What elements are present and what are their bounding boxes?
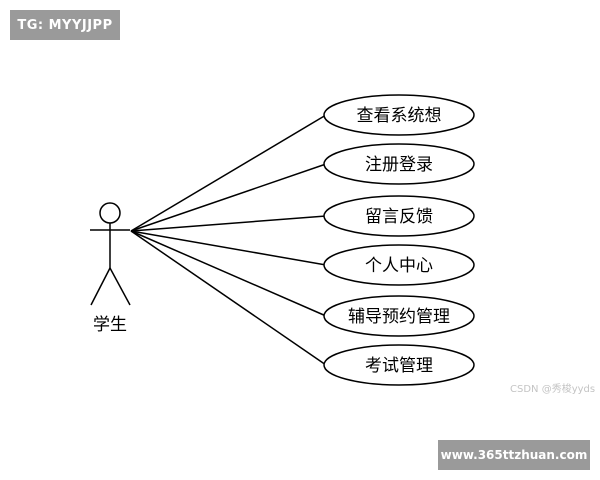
use-case-feedback: 留言反馈 [323,195,475,237]
use-case-tutoring-management: 辅导预约管理 [323,295,475,337]
actor-head [99,202,121,224]
watermark-bottom: www.365ttzhuan.com [438,440,590,470]
use-case-label: 查看系统想 [357,106,442,126]
use-case-label: 留言反馈 [365,207,433,227]
actor-student: 学生 [90,202,131,335]
use-case-ellipse [323,244,475,286]
actor-label: 学生 [93,315,127,335]
use-case-view-system: 查看系统想 [323,94,475,136]
use-case-label: 个人中心 [365,256,433,276]
association-line-view-system [130,114,327,232]
use-case-ellipse [323,94,475,136]
use-case-ellipse [323,195,475,237]
association-line-feedback [130,215,327,232]
association-line-exam-management [130,230,327,366]
watermark-top: TG: MYYJJPP [10,10,120,40]
use-case-register-login: 注册登录 [323,143,475,185]
use-case-label: 辅导预约管理 [348,307,450,327]
csdn-watermark: CSDN @秀梭yyds [510,384,596,395]
actor-left-leg [90,267,111,306]
use-case-ellipse [323,295,475,337]
association-line-tutoring-management [130,230,327,317]
use-case-ellipse [323,344,475,386]
use-case-label: 考试管理 [365,356,433,376]
association-lines [130,114,327,366]
use-case-ellipse [323,143,475,185]
association-line-personal-center [130,230,327,266]
use-case-label: 注册登录 [365,155,433,175]
association-line-register-login [130,163,327,232]
use-case-personal-center: 个人中心 [323,244,475,286]
actor-right-leg [109,267,131,306]
use-case-exam-management: 考试管理 [323,344,475,386]
